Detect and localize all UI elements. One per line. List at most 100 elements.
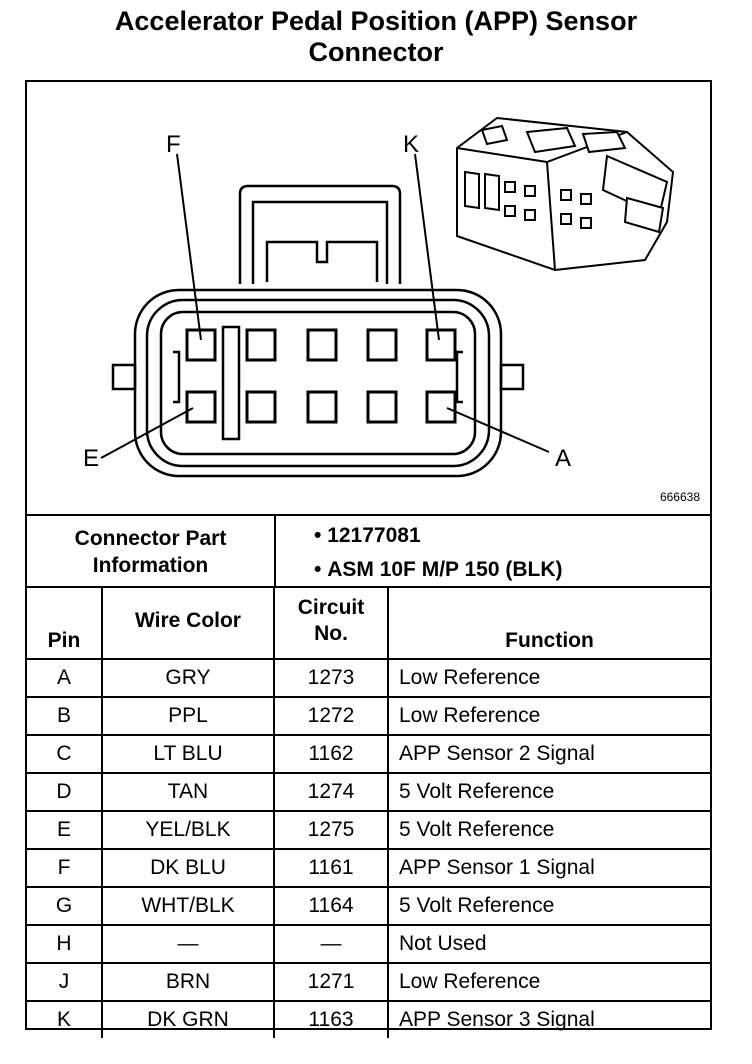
circuit-cell: 1271 — [273, 962, 389, 1002]
leader-line-k — [414, 153, 440, 341]
leader-line-a — [446, 407, 550, 453]
callout-f: F — [166, 131, 181, 158]
header-function: Function — [387, 586, 710, 660]
pin-cell: G — [27, 886, 103, 926]
pin-cell: C — [27, 734, 103, 774]
wire-color-cell: — — [101, 924, 275, 964]
figure-frame: F K E A 666638 — [25, 80, 712, 1038]
connector-key-rib — [221, 325, 241, 441]
circuit-cell: 1275 — [273, 810, 389, 850]
function-cell: APP Sensor 1 Signal — [387, 848, 710, 888]
connector-part-info: Connector Part Information • 12177081 • … — [27, 514, 710, 588]
connector-info-values: • 12177081 • ASM 10F M/P 150 (BLK) — [276, 516, 710, 588]
connector-latch-outer — [238, 184, 402, 284]
pin-cavity-3 — [306, 328, 338, 362]
pin-cavity-4 — [366, 328, 398, 362]
callout-a: A — [555, 445, 571, 472]
header-circuit-line-1: Circuit — [297, 596, 365, 619]
callout-e: E — [83, 445, 99, 472]
circuit-cell: — — [273, 924, 389, 964]
wire-color-cell: WHT/BLK — [101, 886, 275, 926]
connector-ear-right — [499, 363, 525, 391]
wire-color-cell: GRY — [101, 658, 275, 698]
pin-cavity-7 — [245, 390, 277, 424]
function-cell: Not Used — [387, 924, 710, 964]
pin-cavity-e — [185, 390, 217, 424]
circuit-cell: 1273 — [273, 658, 389, 698]
figure-number: 666638 — [659, 490, 700, 504]
function-cell: APP Sensor 2 Signal — [387, 734, 710, 774]
header-pin: Pin — [27, 586, 103, 660]
wire-color-cell: PPL — [101, 696, 275, 736]
connector-info-label-line-1: Connector Part — [74, 527, 227, 550]
pin-cavity-2 — [245, 328, 277, 362]
header-wire-color: Wire Color — [101, 586, 275, 660]
part-description: ASM 10F M/P 150 (BLK) — [327, 558, 563, 581]
pin-cell: J — [27, 962, 103, 1002]
leader-line-e — [100, 407, 194, 459]
wire-color-cell: BRN — [101, 962, 275, 1002]
pin-cavity-9 — [366, 390, 398, 424]
connector-latch-notch — [265, 240, 379, 282]
pin-cell: B — [27, 696, 103, 736]
table-row: H——Not Used — [27, 924, 710, 964]
wire-color-cell: LT BLU — [101, 734, 275, 774]
pin-cell: K — [27, 1000, 103, 1038]
circuit-cell: 1162 — [273, 734, 389, 774]
page-title: Accelerator Pedal Position (APP) Sensor … — [0, 6, 752, 68]
pin-cell: E — [27, 810, 103, 850]
function-cell: 5 Volt Reference — [387, 772, 710, 812]
title-line-2: Connector — [308, 37, 444, 67]
pin-cell: F — [27, 848, 103, 888]
title-line-1: Accelerator Pedal Position (APP) Sensor — [114, 6, 638, 36]
function-cell: Low Reference — [387, 696, 710, 736]
circuit-cell: 1274 — [273, 772, 389, 812]
connector-info-label: Connector Part Information — [27, 516, 276, 588]
pin-cell: A — [27, 658, 103, 698]
pin-cavity-a — [425, 390, 457, 424]
pin-cell: D — [27, 772, 103, 812]
connector-housing-outer — [133, 288, 503, 478]
callout-k: K — [403, 131, 419, 158]
circuit-cell: 1272 — [273, 696, 389, 736]
part-number: 12177081 — [327, 524, 421, 547]
wire-color-cell: DK BLU — [101, 848, 275, 888]
function-cell: Low Reference — [387, 658, 710, 698]
part-number-line: • 12177081 — [314, 524, 421, 548]
connector-diagram: F K E A — [83, 116, 675, 478]
circuit-cell: 1163 — [273, 1000, 389, 1038]
bullet-icon: • — [314, 558, 328, 581]
circuit-cell: 1161 — [273, 848, 389, 888]
table-header-row: Pin Wire Color Circuit No. Function — [27, 586, 710, 660]
function-cell: 5 Volt Reference — [387, 886, 710, 926]
pin-cavity-8 — [306, 390, 338, 424]
connector-latch-inner — [251, 200, 389, 284]
wire-color-cell: TAN — [101, 772, 275, 812]
pin-cell: H — [27, 924, 103, 964]
connector-info-label-line-2: Information — [92, 554, 209, 577]
header-circuit-line-2: No. — [314, 622, 348, 645]
pin-cavity-k — [425, 328, 457, 362]
header-circuit-no: Circuit No. — [273, 586, 389, 660]
wire-color-cell: YEL/BLK — [101, 810, 275, 850]
connector-housing-inner — [159, 310, 477, 456]
connector-housing-middle — [145, 298, 491, 468]
connector-notch-left — [173, 350, 181, 404]
circuit-cell: 1164 — [273, 886, 389, 926]
connector-notch-right — [455, 350, 463, 404]
bullet-icon: • — [314, 524, 328, 547]
function-cell: Low Reference — [387, 962, 710, 1002]
connector-ear-left — [111, 363, 137, 391]
wire-color-cell: DK GRN — [101, 1000, 275, 1038]
function-cell: APP Sensor 3 Signal — [387, 1000, 710, 1038]
part-description-line: • ASM 10F M/P 150 (BLK) — [314, 558, 563, 582]
